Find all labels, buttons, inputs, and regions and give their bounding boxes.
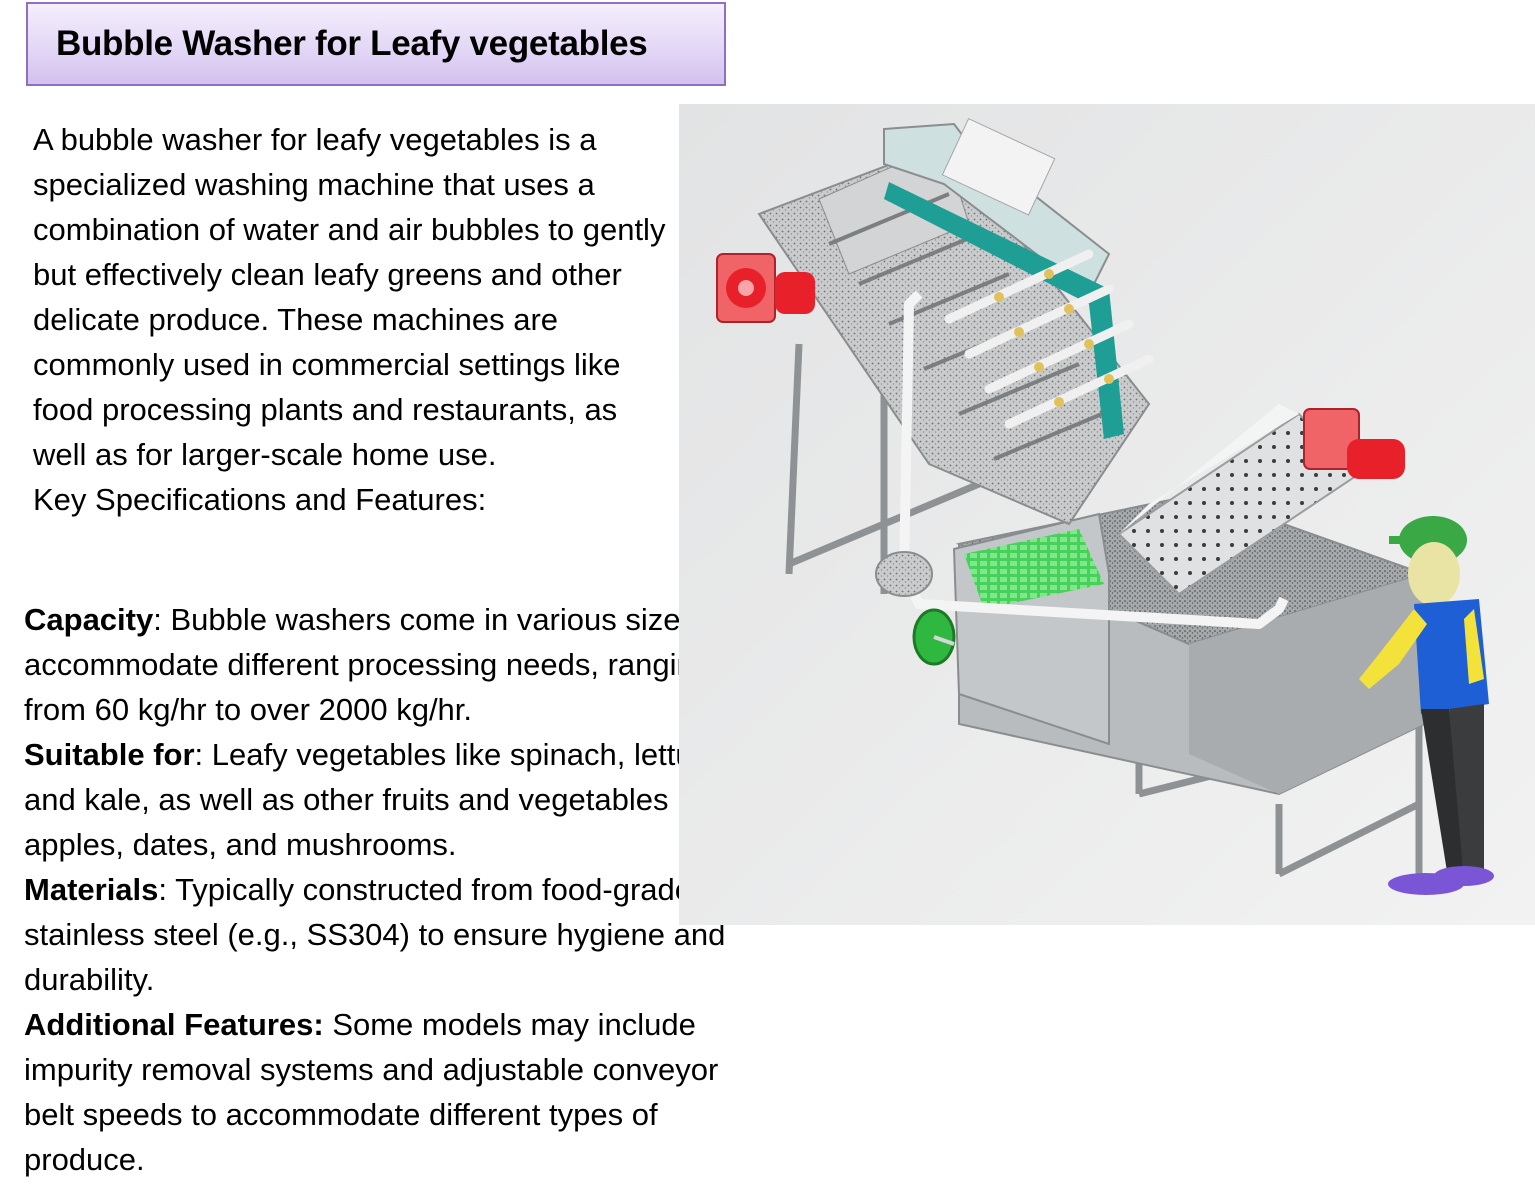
- intro-section: A bubble washer for leafy vegetables is …: [33, 117, 673, 522]
- spec-separator: :: [158, 872, 168, 907]
- spec-separator: :: [194, 737, 204, 772]
- operator-figure: [1359, 516, 1494, 895]
- teal-rail: [884, 182, 1124, 439]
- spec-suitable-for: Suitable for: Leafy vegetables like spin…: [24, 732, 764, 867]
- intro-paragraph: A bubble washer for leafy vegetables is …: [33, 122, 666, 472]
- spec-text: Leafy vegetables like spinach, lettuce, …: [24, 737, 734, 862]
- spec-label: Capacity: [24, 602, 154, 637]
- spec-text: Typically constructed from food-grade st…: [24, 872, 726, 997]
- spray-hood: [883, 122, 1111, 296]
- bubble-washer-illustration: [679, 104, 1535, 925]
- spray-bars: [944, 249, 1154, 429]
- spec-label: Additional Features:: [24, 1007, 324, 1042]
- spray-nozzles: [994, 269, 1114, 407]
- spec-label: Suitable for: [24, 737, 195, 772]
- spec-additional-features: Additional Features: Some models may inc…: [24, 1002, 764, 1182]
- spec-text: Bubble washers come in various sizes to …: [24, 602, 731, 727]
- blower-pump: [875, 551, 933, 597]
- spec-capacity: Capacity: Bubble washers come in various…: [24, 597, 764, 732]
- left-motor: [716, 253, 815, 323]
- specs-heading: Key Specifications and Features:: [33, 482, 487, 517]
- green-mesh: [964, 529, 1104, 609]
- right-motor: [1303, 408, 1405, 479]
- spec-text: Some models may include impurity removal…: [24, 1007, 719, 1177]
- title-box: Bubble Washer for Leafy vegetables: [26, 2, 726, 86]
- page-title: Bubble Washer for Leafy vegetables: [56, 24, 648, 63]
- spec-separator: :: [153, 602, 162, 637]
- water-pipe: [899, 290, 1289, 629]
- spec-label: Materials: [24, 872, 159, 907]
- handwheel: [912, 608, 956, 666]
- control-box: [941, 117, 1056, 216]
- specs-list: Capacity: Bubble washers come in various…: [24, 597, 764, 1182]
- spec-materials: Materials: Typically constructed from fo…: [24, 867, 764, 1002]
